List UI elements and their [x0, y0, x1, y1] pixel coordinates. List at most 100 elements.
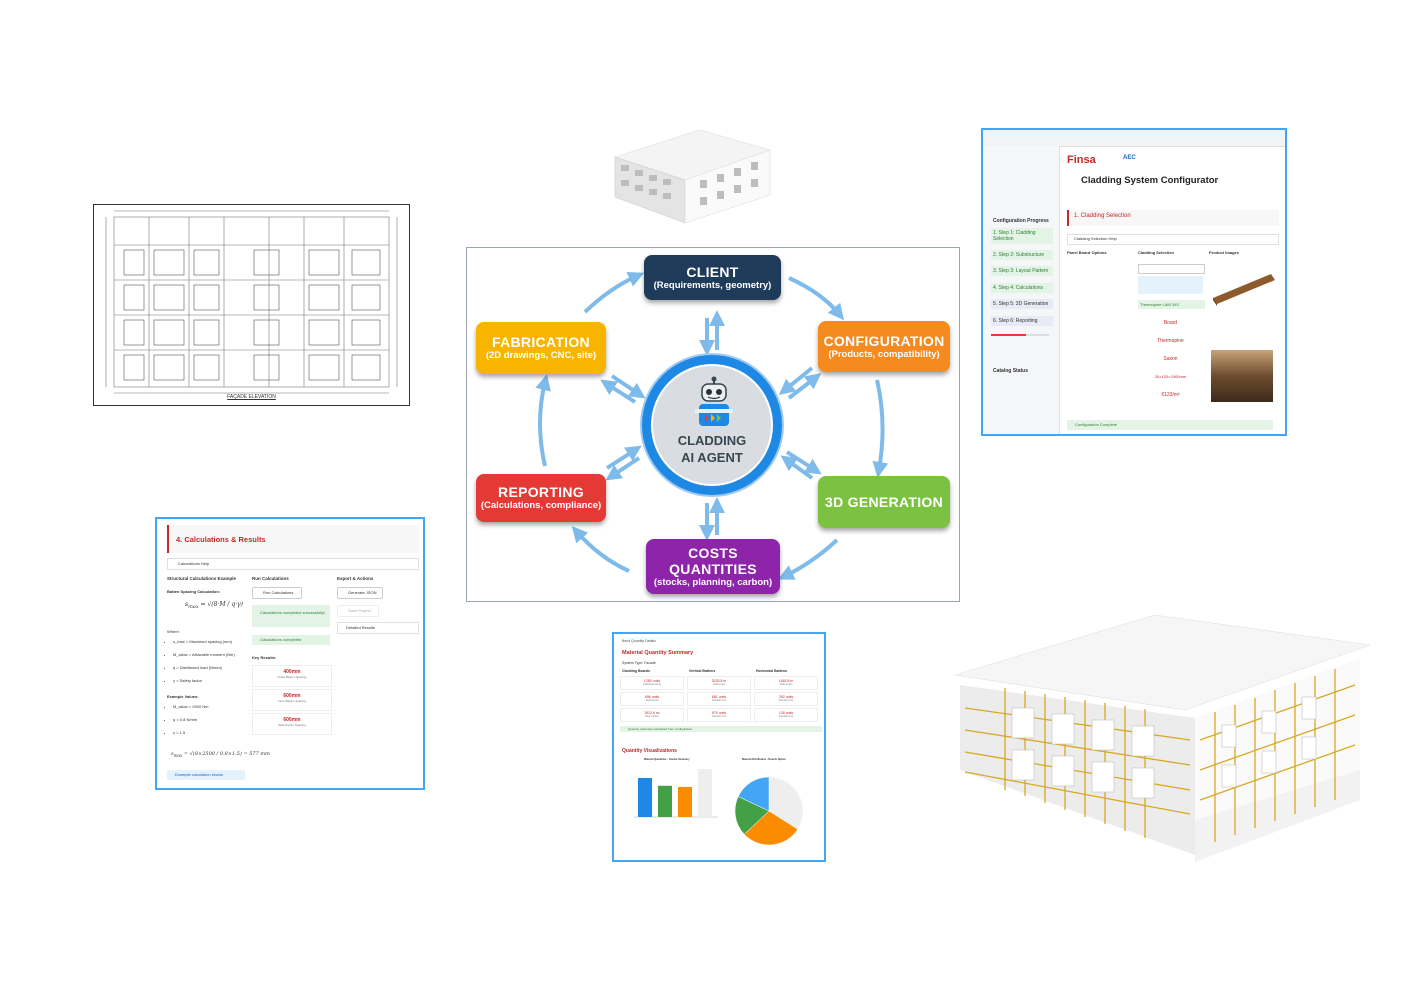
- pie-slice: [743, 810, 799, 846]
- calc-title: 4. Calculations & Results: [176, 535, 266, 544]
- ai-agent-hub: CLADDING AI AGENT: [642, 355, 782, 495]
- save-project-button[interactable]: Save Project: [337, 605, 379, 617]
- diagram-arrows: [535, 271, 889, 580]
- brand-logo: Finsa: [1067, 154, 1096, 166]
- building-3d-plain: [614, 129, 771, 224]
- config-sidebar: Configuration Progress 1. Step 1: Claddi…: [983, 146, 1060, 434]
- facade-elevation-drawing: [105, 210, 398, 394]
- detailed-results-expander[interactable]: Detailed Results: [337, 622, 419, 634]
- node-costs-title: COSTS: [688, 544, 738, 561]
- bar: [678, 786, 692, 817]
- run-calculations-button[interactable]: Run Calculations: [252, 587, 302, 599]
- generate-json-button[interactable]: Generate JSON: [337, 587, 383, 599]
- calc-bullet-4: γ = Safety factor: [173, 674, 235, 687]
- ai-agent-hub-inner: CLADDING AI AGENT: [651, 364, 773, 486]
- qty-cell-value: 1280 units: [643, 679, 661, 683]
- calc-result-formula: smax = √(8×2500 / 0.8×1.5) = 577 mm: [171, 751, 270, 758]
- run-calculations-label: Run Calculations: [263, 590, 294, 595]
- result-1-value: 400mm: [283, 669, 301, 675]
- config-complete: Configuration Complete: [1067, 420, 1273, 430]
- calc-help-label: Calculations Help: [178, 561, 210, 566]
- sidebar-item-2[interactable]: 2. Step 2: Substructure: [991, 250, 1053, 260]
- node-3d-generation-title: 3D GENERATION: [825, 494, 943, 510]
- node-costs-subtitle: (stocks, planning, carbon): [653, 576, 773, 588]
- help-expander[interactable]: Cladding Selection Help: [1067, 234, 1279, 245]
- result-card-1: 400mm Grate Batten Spacing: [252, 665, 332, 687]
- result-2-value: 600mm: [283, 693, 301, 699]
- hub-arrow-3d-out: [785, 450, 822, 475]
- key-results-label: Key Results:: [252, 655, 277, 660]
- sidebar-item-1[interactable]: 1. Step 1: Cladding Selection: [991, 228, 1053, 244]
- bar-chart-title: Material Quantities - Volume Summary: [644, 758, 690, 761]
- node-configuration-title: CONFIGURATION: [823, 332, 945, 349]
- col-panel-options: Panel Board Options: [1067, 250, 1107, 255]
- brand-logo-2: AEC: [1123, 155, 1136, 161]
- node-fabrication: FABRICATION (2D drawings, CNC, site): [476, 322, 606, 374]
- quantities-screenshot: Bend Quantity Details Material Quantity …: [612, 632, 826, 862]
- calc-header: 4. Calculations & Results: [167, 525, 419, 553]
- catalog-status: Catalog Status: [993, 368, 1029, 374]
- qty-cell-value: 1463.8 m: [778, 679, 794, 683]
- qty-viz-title: Quantity Visualizations: [622, 748, 677, 754]
- qty-col3: Horizontal Battens: [756, 669, 787, 673]
- qty-cell-label: Total pieces: [645, 699, 659, 702]
- robot-icon: [695, 376, 733, 426]
- qty-system: System Type: Facade: [622, 661, 656, 665]
- qty-header: Bend Quantity Details: [622, 639, 656, 643]
- spec-1: Board: [1163, 320, 1178, 326]
- qty-cell-label: Total surface: [644, 715, 660, 718]
- configurator-title: Cladding System Configurator: [1081, 175, 1219, 186]
- example-bullet-2: q = 0.8 N/mm: [173, 713, 208, 726]
- node-reporting-title: REPORTING: [498, 484, 584, 500]
- calc-col2: Run Calculations: [252, 576, 289, 581]
- sidebar-item-5[interactable]: 5. Step 5: 3D Generation: [991, 299, 1053, 309]
- qty-cell-label: Standard pcs: [711, 699, 727, 702]
- generate-json-label: Generate JSON: [348, 590, 377, 595]
- qty-cell-value: 681 units: [711, 695, 727, 699]
- hub-arrow-fab-in: [610, 374, 646, 399]
- config-complete-label: Configuration Complete: [1075, 422, 1118, 427]
- product-select[interactable]: [1138, 264, 1205, 274]
- calc-bullets: s_max = Maximum spacing (mm) M_allow = A…: [159, 635, 235, 687]
- calc-example: Example Values:: [167, 694, 199, 699]
- result-2-label: Inner Batten Spacing: [277, 699, 307, 703]
- node-3d-generation: 3D GENERATION: [818, 476, 950, 528]
- browser-bar: [983, 130, 1285, 147]
- calc-help-expander[interactable]: Calculations Help: [167, 558, 419, 570]
- sidebar-item-3[interactable]: 3. Step 3: Layout Pattern: [991, 266, 1053, 276]
- qty-cell-label: Total length: [779, 683, 793, 686]
- pie-slice: [737, 776, 770, 812]
- hub-arrow-fab-out: [600, 379, 637, 404]
- result-3-value: 600mm: [283, 717, 301, 723]
- calc-col3: Export & Actions: [337, 576, 374, 581]
- hub-label-line1: CLADDING: [677, 433, 747, 448]
- calc-example-bullets: M_allow = 2500 Nm q = 0.8 N/mm γ = 1.5: [159, 700, 208, 739]
- node-configuration: CONFIGURATION (Products, compatibility): [818, 321, 950, 372]
- sidebar-item-4[interactable]: 4. Step 4: Calculations: [991, 283, 1053, 293]
- help-label: Cladding Selection Help: [1074, 236, 1117, 241]
- cycle-arrow-client-config: [788, 276, 845, 321]
- result-3-label: Wall Anchor Spacing: [278, 723, 306, 727]
- hub-arrow-config-out: [787, 373, 822, 400]
- col-cladding-selection: Cladding Selection: [1138, 250, 1175, 255]
- example-bullet-1: M_allow = 2500 Nm: [173, 700, 208, 713]
- qty-cell-label: Total length: [712, 683, 726, 686]
- cycle-arrow-reporting-fab: [535, 374, 551, 467]
- facade-elevation-panel: FAÇADE ELEVATION: [93, 204, 410, 406]
- calc-success-1: Calculations completed successfully!: [252, 605, 330, 627]
- node-fabrication-subtitle: (2D drawings, CNC, site): [485, 350, 597, 361]
- calc-result-note-label: Example calculation shown: [175, 772, 224, 777]
- qty-cell-value: 3225.8 m: [711, 679, 727, 683]
- sidebar-title: Configuration Progress: [993, 218, 1049, 224]
- configurator-screenshot: Configuration Progress 1. Step 1: Claddi…: [981, 128, 1287, 436]
- sidebar-item-6[interactable]: 6. Step 6: Reporting: [991, 316, 1053, 326]
